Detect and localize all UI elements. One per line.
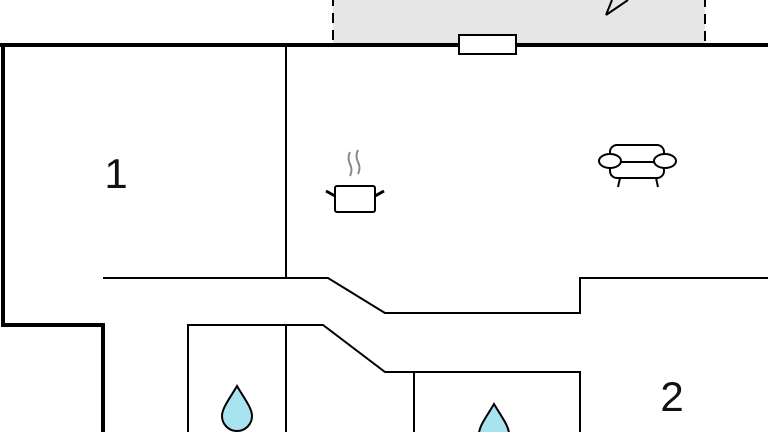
terrace-arrow-icon <box>605 0 629 16</box>
room-label-1: 1 <box>104 150 127 197</box>
water-drop-icon <box>220 384 254 432</box>
armchair-icon <box>598 144 677 188</box>
cooking-pot-icon <box>325 149 385 213</box>
window-icon <box>458 34 517 55</box>
terrace <box>332 0 706 46</box>
outer-walls <box>0 43 768 432</box>
water-drop-icon <box>478 402 510 432</box>
inner-walls <box>103 45 768 432</box>
room-label-2: 2 <box>660 373 683 420</box>
